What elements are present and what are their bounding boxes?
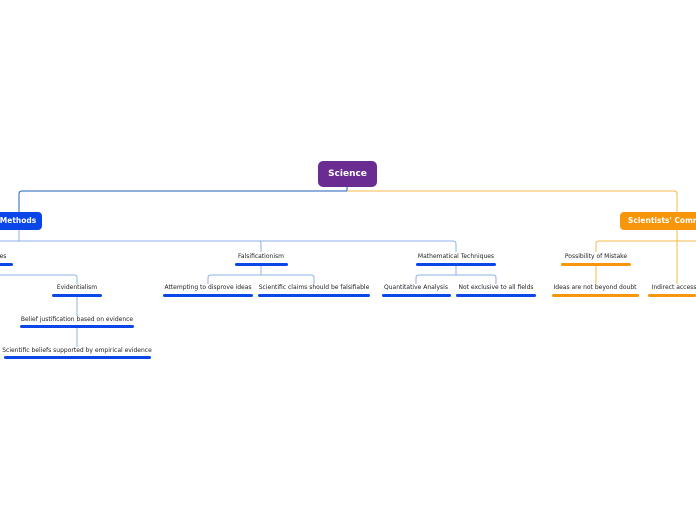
underline-falsificationism [235, 263, 288, 266]
connector-mathematical-children [415, 265, 497, 284]
underline-evidentialism [52, 294, 102, 297]
connector-root-methods [18, 187, 348, 212]
underline-cut-left [0, 263, 13, 266]
connector-falsificationism-children [207, 265, 315, 284]
underline-mathematical-techniques [416, 263, 496, 266]
node-evidentialism[interactable]: Evidentialism [56, 284, 98, 291]
underline-claims-falsifiable [258, 294, 370, 297]
node-cut-left[interactable]: es [0, 253, 7, 260]
connector-community-children [595, 230, 696, 252]
root-node-science[interactable]: Science [318, 161, 377, 187]
connector-root-community [347, 190, 678, 212]
node-claims-falsifiable[interactable]: Scientific claims should be falsifiable [258, 284, 370, 291]
node-mathematical-techniques[interactable]: Mathematical Techniques [417, 253, 495, 260]
underline-not-exclusive [456, 294, 536, 297]
node-indirect-access[interactable]: Indirect access [651, 284, 696, 291]
underline-indirect-access [648, 294, 696, 297]
node-possibility-of-mistake[interactable]: Possibility of Mistake [564, 253, 628, 260]
node-belief-justification[interactable]: Belief justification based on evidence [20, 316, 134, 323]
connector-mistake-doubt [595, 241, 678, 284]
connector-methods-children [0, 230, 457, 252]
node-falsificationism[interactable]: Falsificationism [238, 253, 284, 260]
underline-quantitative-analysis [382, 294, 451, 297]
node-empirical-evidence[interactable]: Scientific beliefs supported by empirica… [2, 347, 152, 354]
branch-methods[interactable]: Methods [0, 212, 42, 230]
underline-belief-justification [20, 325, 134, 328]
node-quantitative-analysis[interactable]: Quantitative Analysis [384, 284, 448, 291]
underline-attempting-to-disprove [163, 294, 253, 297]
underline-possibility-of-mistake [561, 263, 631, 266]
node-attempting-to-disprove[interactable]: Attempting to disprove ideas [164, 284, 252, 291]
connector-evidentialism [0, 274, 78, 284]
underline-empirical-evidence [4, 356, 151, 359]
node-not-exclusive[interactable]: Not exclusive to all fields [458, 284, 534, 291]
node-ideas-not-beyond-doubt[interactable]: Ideas are not beyond doubt [553, 284, 637, 291]
branch-scientists-community[interactable]: Scientists' Comm [620, 212, 696, 230]
underline-ideas-not-beyond-doubt [552, 294, 639, 297]
